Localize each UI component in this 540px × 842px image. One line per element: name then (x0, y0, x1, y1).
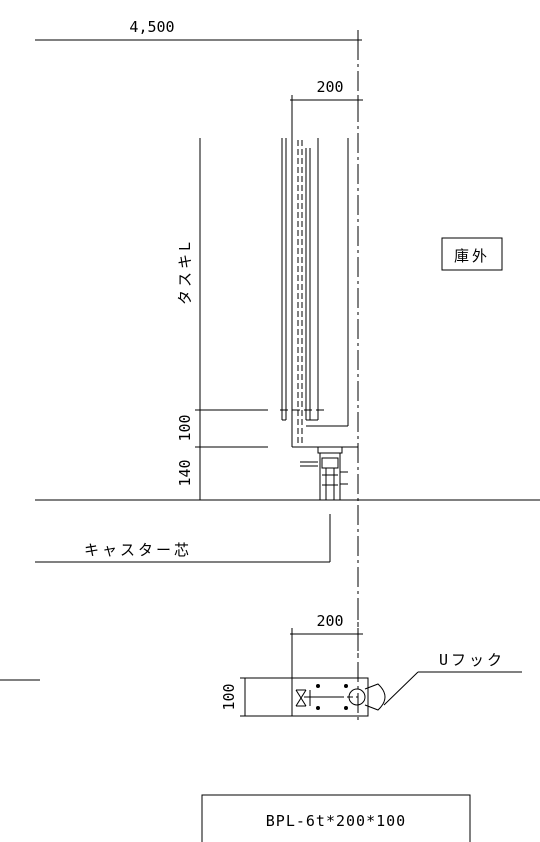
spec-label: BPL-6t*200*100 (266, 812, 406, 830)
overall-width-label: 4,500 (129, 18, 174, 36)
overall-width-dimension (35, 30, 362, 55)
left-height-dimensions (195, 138, 326, 500)
hidden-lines (297, 140, 303, 446)
caster (300, 446, 348, 500)
spec-box (201, 794, 471, 842)
height-140-label: 140 (176, 459, 194, 486)
top-width-label: 200 (316, 78, 343, 96)
kogai-box (441, 237, 503, 271)
caster-center-label: キャスター芯 (84, 541, 192, 559)
plate-width-label: 100 (220, 683, 238, 710)
height-100-label: 100 (176, 414, 194, 441)
plan-width-label: 200 (316, 612, 343, 630)
kogai-label: 庫外 (454, 247, 490, 265)
column-elevation (281, 138, 358, 448)
caster-center-leader (35, 514, 331, 563)
base-plate-plan (0, 677, 386, 717)
plan-width-dimension (290, 628, 363, 678)
u-hook-label: Uフック (439, 651, 505, 669)
top-width-dimension (290, 95, 363, 138)
u-hook-leader (383, 671, 522, 706)
tasuki-label: タスキL (176, 239, 194, 305)
bolt-holes (316, 684, 348, 710)
